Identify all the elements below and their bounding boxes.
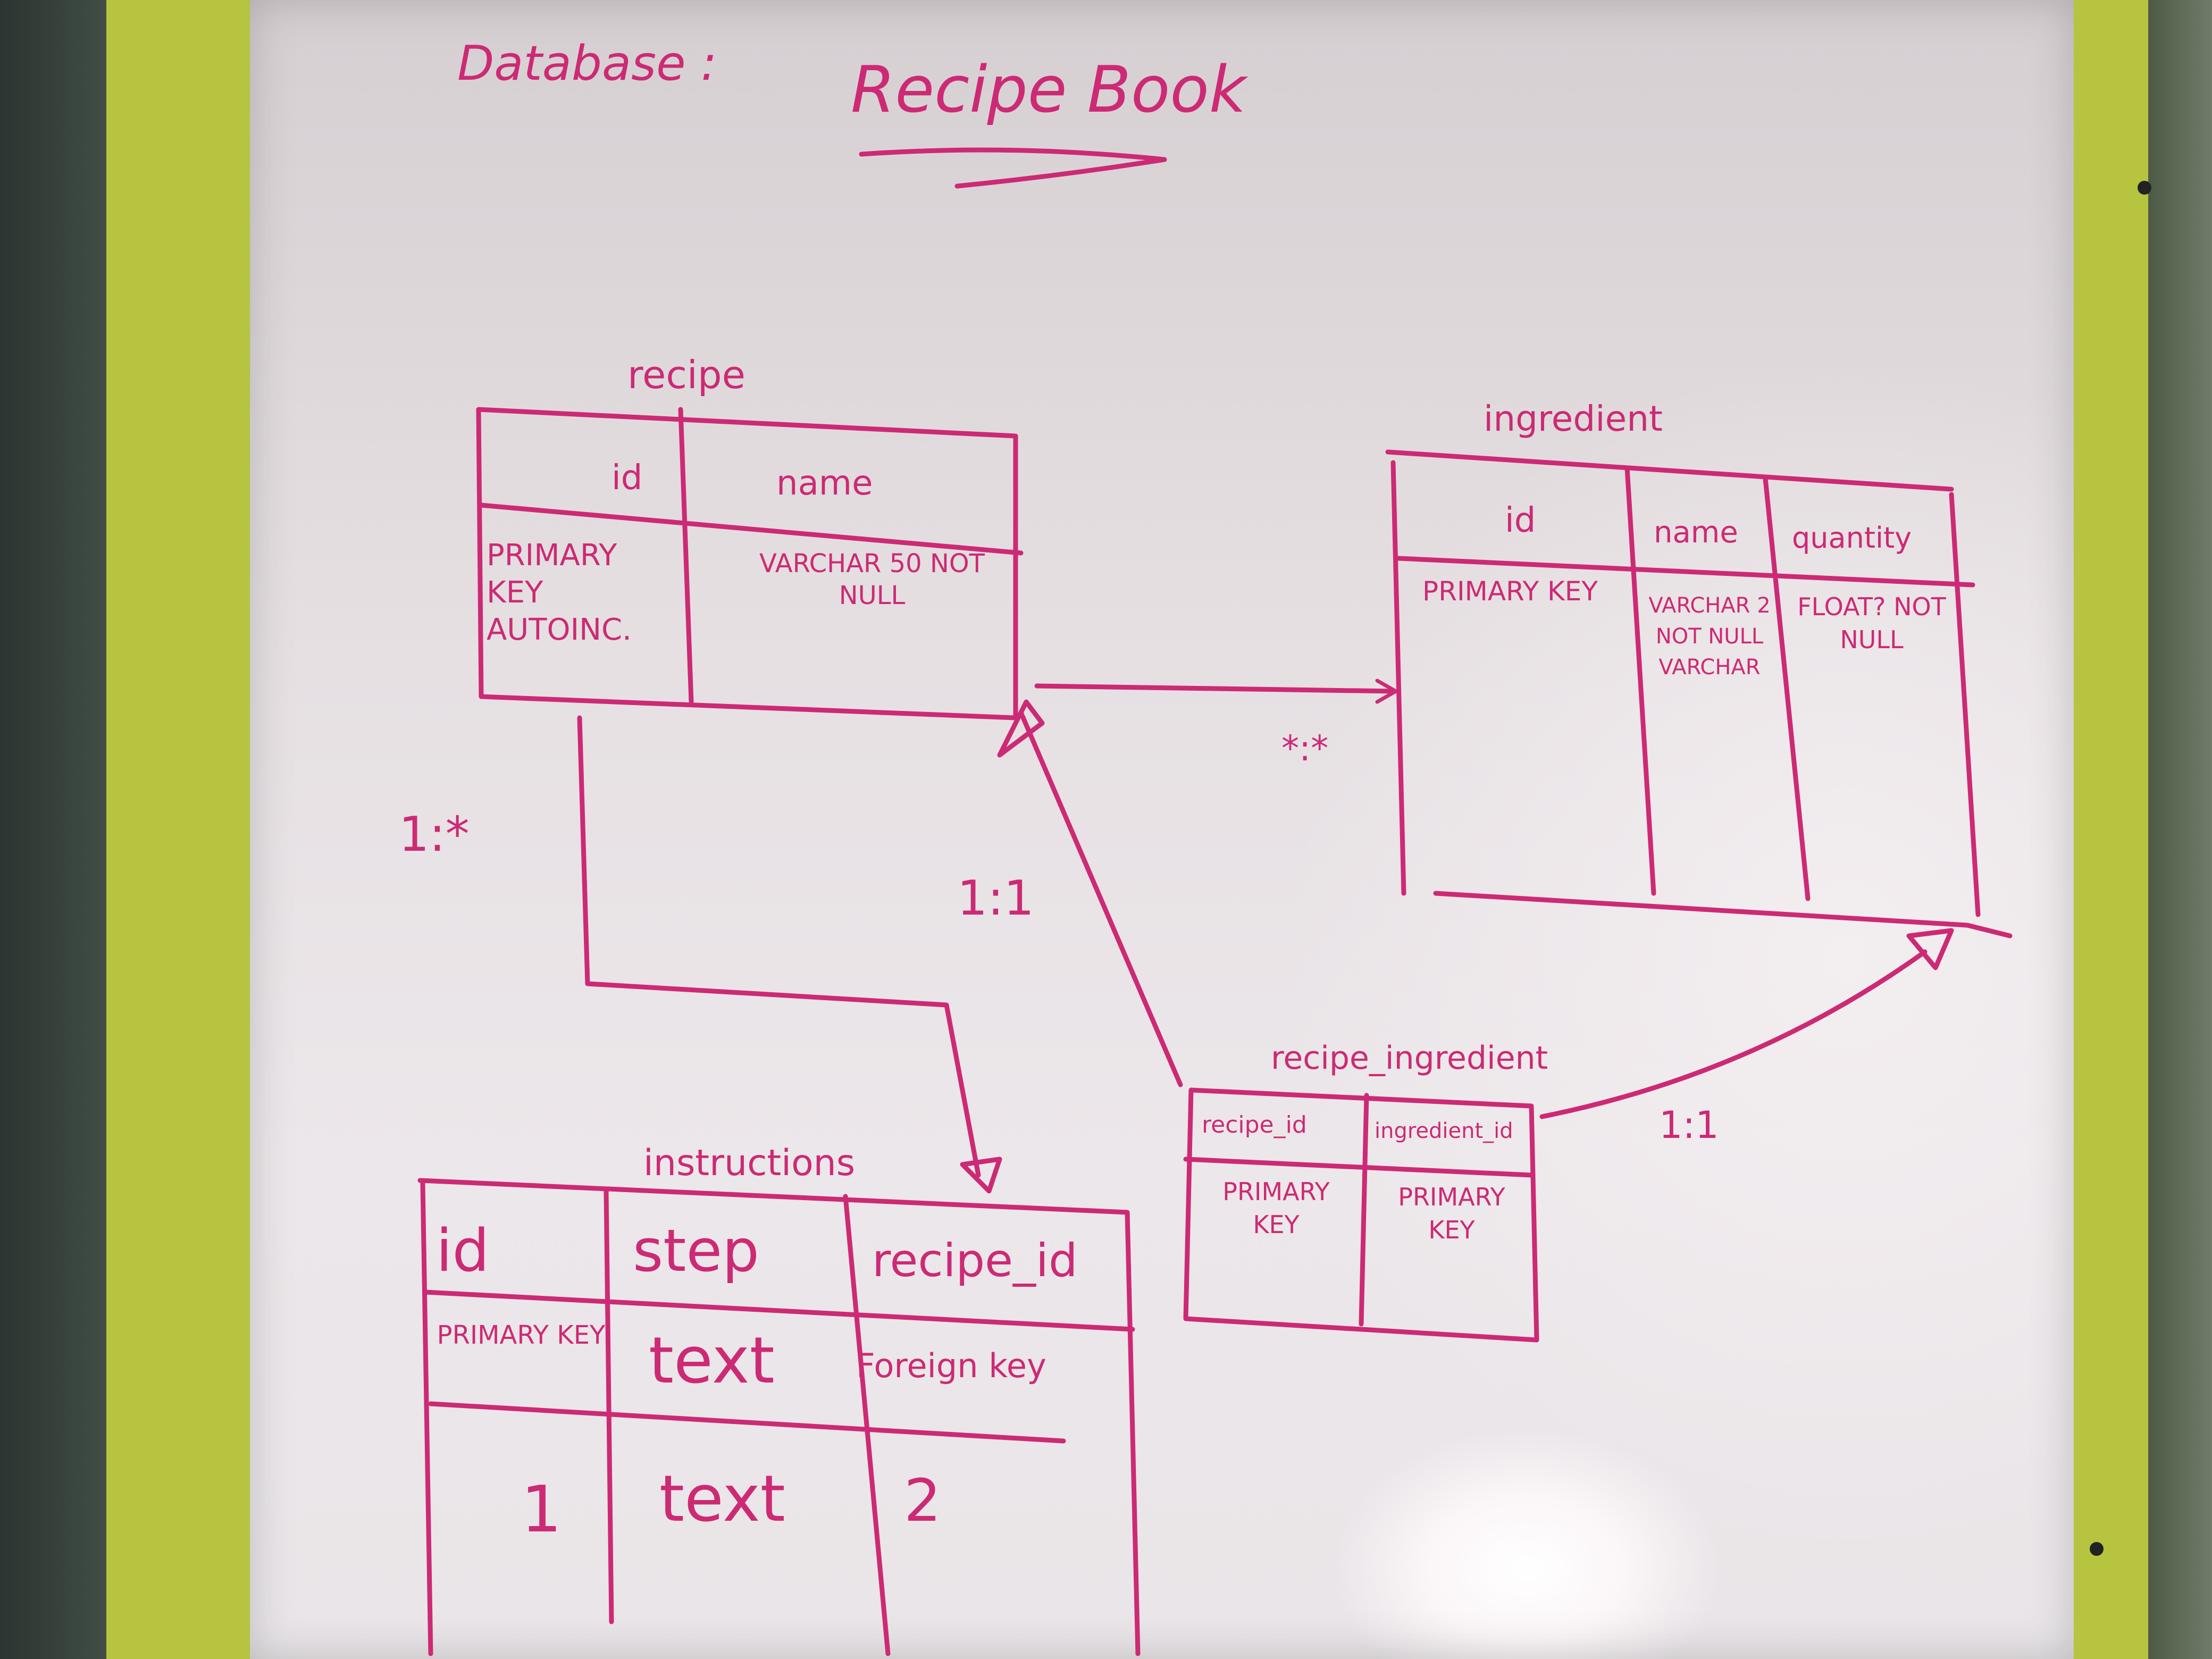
whiteboard-surface [250,0,2074,1659]
relation-label: *:* [1281,728,1328,769]
table-cell: text [649,1324,775,1398]
table-cell: Foreign key [856,1346,1046,1385]
column-header: id [436,1217,489,1285]
relation-label: 1:1 [1659,1103,1719,1147]
table-cell: PRIMARY KEY [1222,1177,1330,1239]
table-cell: PRIMARY KEY [1422,576,1598,607]
table-name: recipe [627,353,745,397]
table-cell: 2 [904,1467,941,1535]
column-header: recipe_id [1202,1111,1307,1138]
table-cell: PRIMARY KEY [1398,1183,1505,1244]
column-header: id [1505,501,1536,540]
column-header: name [1654,515,1738,550]
table-instructions: instructions id step recipe_id PRIMARY K… [417,1142,1141,1656]
table-name: ingredient [1484,398,1663,439]
relation-recipe-ingredient-ingredient: 1:1 [1539,928,1954,1147]
table-cell: text [659,1462,785,1536]
screw [2138,181,2151,195]
relation-recipe-recipe-ingredient: 1:1 [957,699,1183,1087]
relation-recipe-instructions: 1:* [399,715,1002,1194]
column-header: id [611,458,642,498]
screw [2090,1542,2104,1556]
table-recipe: recipe id name PRIMARY KEY AUTOINC. VARC… [476,353,1024,720]
relation-recipe-ingredient: *:* [1034,678,1400,769]
title: Recipe Book [851,53,1249,127]
table-cell: VARCHAR 2 NOT NULL VARCHAR [1648,593,1771,680]
wall-right [2148,0,2212,1659]
column-header: name [776,464,873,503]
table-name: instructions [643,1142,855,1184]
table-name: recipe_ingredient [1271,1040,1548,1077]
table-cell: 1 [521,1473,562,1547]
column-header: ingredient_id [1375,1119,1513,1143]
column-header: recipe_id [872,1234,1078,1287]
table-ingredient: ingredient id name quantity PRIMARY KEY … [1385,398,2013,939]
title-prefix: Database : [457,36,717,91]
column-header: step [633,1217,759,1285]
relation-label: 1:* [399,807,470,862]
relation-label: 1:1 [957,870,1034,926]
table-cell: FLOAT? NOT NULL [1797,592,1946,654]
title-underline [859,147,1167,189]
table-recipe-ingredient: recipe_ingredient recipe_id ingredient_i… [1183,1040,1548,1343]
table-cell: PRIMARY KEY AUTOINC. [487,538,632,647]
table-cell: VARCHAR 50 NOT NULL [759,549,985,610]
column-header: quantity [1792,521,1912,555]
table-cell: PRIMARY KEY [437,1320,606,1350]
